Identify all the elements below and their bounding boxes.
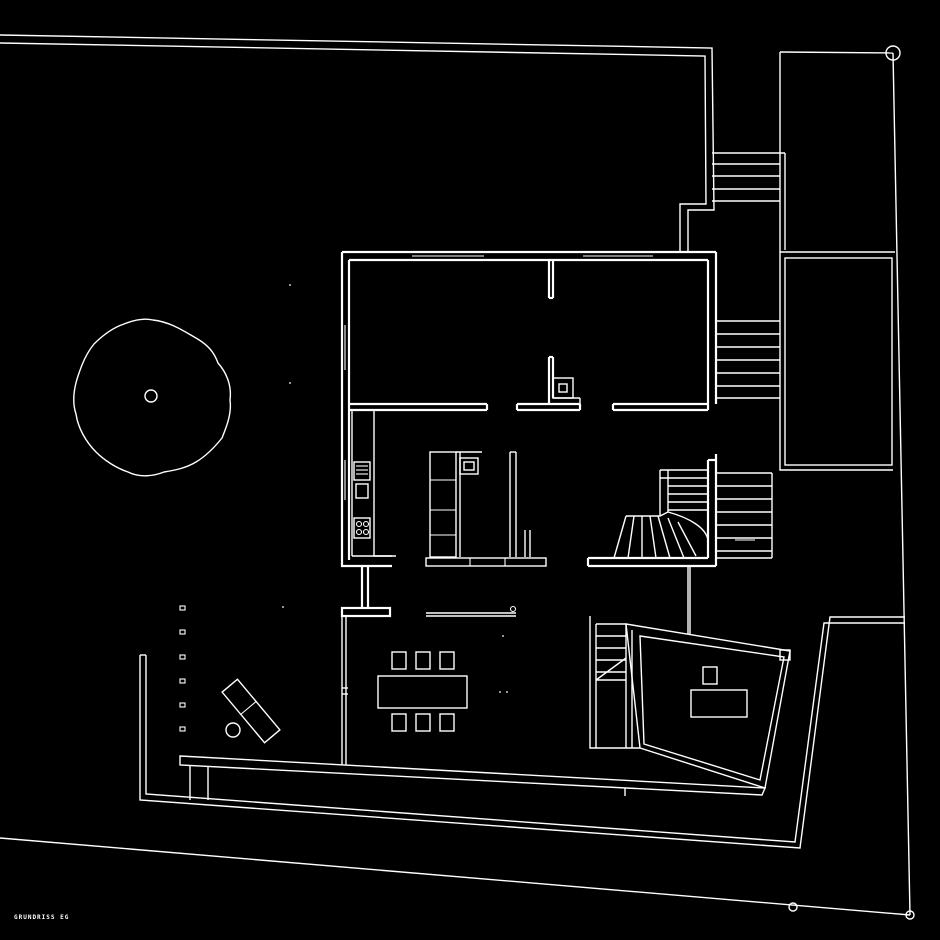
- sun-lounger-symbol: [221, 678, 281, 744]
- south-extension: [340, 566, 691, 765]
- side-stair: [589, 616, 640, 749]
- entrance-stair: [712, 152, 786, 250]
- garden-wall: [139, 616, 905, 849]
- survey-point-icon: [905, 910, 915, 920]
- kitchen-counter: [351, 410, 396, 557]
- table-symbol: [377, 651, 468, 732]
- survey-point-icon: [788, 902, 798, 912]
- chimney-symbol: [552, 377, 574, 399]
- interior-walls: [349, 260, 708, 412]
- garage: [779, 52, 895, 471]
- east-stair: [716, 320, 780, 559]
- stair-symbol: [613, 469, 709, 559]
- kitchen-island: [425, 451, 547, 567]
- office-room: [625, 623, 791, 789]
- path-markers: [179, 605, 186, 732]
- survey-point-icon: [885, 45, 901, 61]
- drawing-caption: GRUNDRISS EG: [14, 914, 70, 921]
- terrace: [179, 755, 767, 800]
- tree-symbol: [73, 318, 232, 477]
- cooktop-icon: [353, 517, 371, 539]
- property-boundary: [0, 34, 915, 920]
- site-points: [282, 284, 508, 693]
